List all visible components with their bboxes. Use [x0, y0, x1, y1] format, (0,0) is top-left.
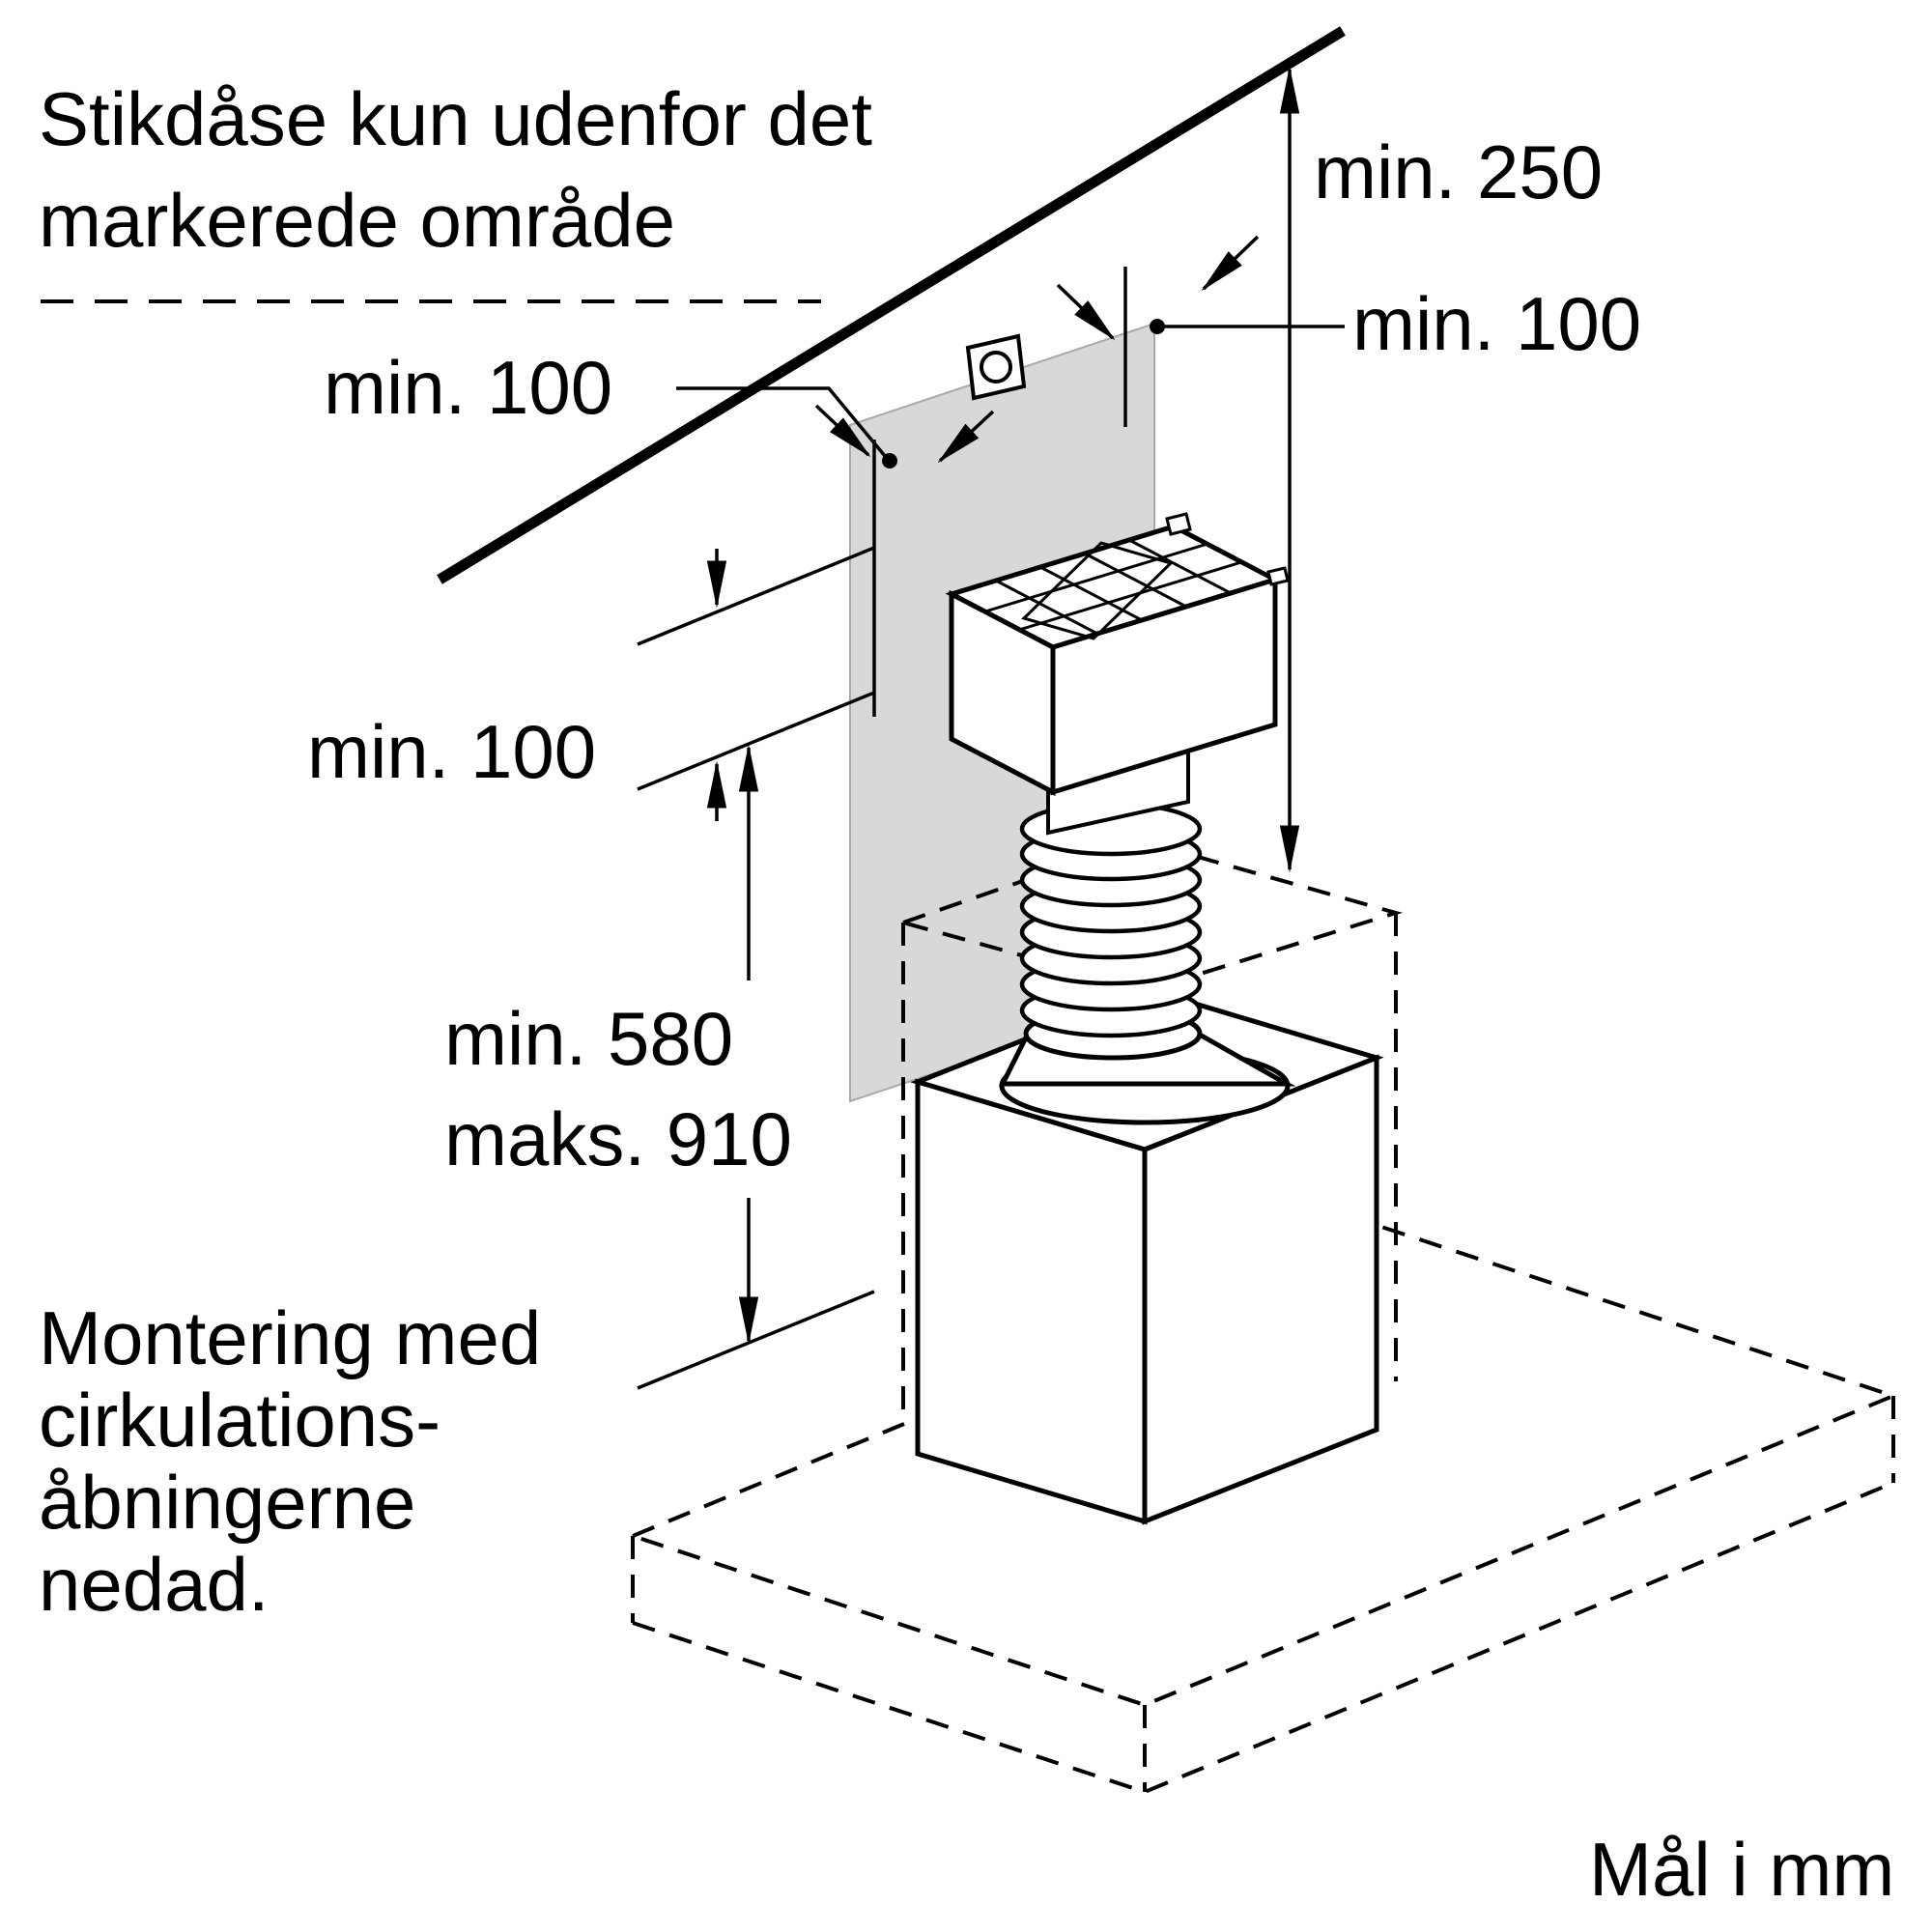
dimension-label-maks910: maks. 910	[444, 1096, 792, 1181]
socket-note-line2: markerede område	[39, 178, 675, 263]
dimension-annotations	[637, 66, 1345, 1390]
mounting-note-line4: nedad.	[39, 1542, 270, 1627]
mounting-note-line3: åbningerne	[39, 1460, 415, 1545]
dimension-label-min100-right: min. 100	[1352, 281, 1641, 366]
duct-cone	[998, 1007, 1296, 1125]
filter-grid	[984, 538, 1242, 636]
extension-line	[637, 691, 875, 791]
hood-body-right-face	[1142, 1054, 1379, 1525]
arrow-icon	[1056, 283, 1116, 341]
filter-corner-tab	[1266, 566, 1290, 586]
power-socket-icon	[965, 333, 1027, 401]
mounting-note-line1: Montering med	[39, 1295, 541, 1380]
arrow-icon	[1201, 235, 1260, 292]
hood-body-left-face	[915, 1078, 1148, 1525]
reference-dot	[882, 453, 897, 469]
dimension-label-min580: min. 580	[444, 996, 733, 1081]
flexible-duct	[1019, 801, 1203, 1038]
socket-note-line1: Stikdåse kun udenfor det	[39, 76, 872, 161]
labels: Stikdåse kun udenfor det markerede områd…	[39, 76, 1894, 1912]
mounting-note-line2: cirkulations-	[39, 1378, 440, 1463]
arrow-icon	[814, 404, 871, 458]
canopy-outline-dashed	[627, 1224, 1899, 1795]
dimension-label-min250: min. 250	[1314, 129, 1603, 214]
dimension-label-min100-left: min. 100	[324, 345, 612, 430]
filter-handle-wire	[1021, 541, 1174, 640]
arrow-icon	[937, 410, 995, 464]
filter-box-right-face	[1050, 576, 1278, 796]
recirculation-filter-box	[945, 512, 1290, 797]
extension-line	[637, 1290, 875, 1390]
extension-line	[637, 546, 875, 646]
filter-corner-tab	[1165, 512, 1192, 536]
units-label: Mål i mm	[1589, 1827, 1894, 1912]
dimension-label-min100-mid: min. 100	[307, 709, 596, 794]
ceiling-line	[437, 26, 1346, 584]
